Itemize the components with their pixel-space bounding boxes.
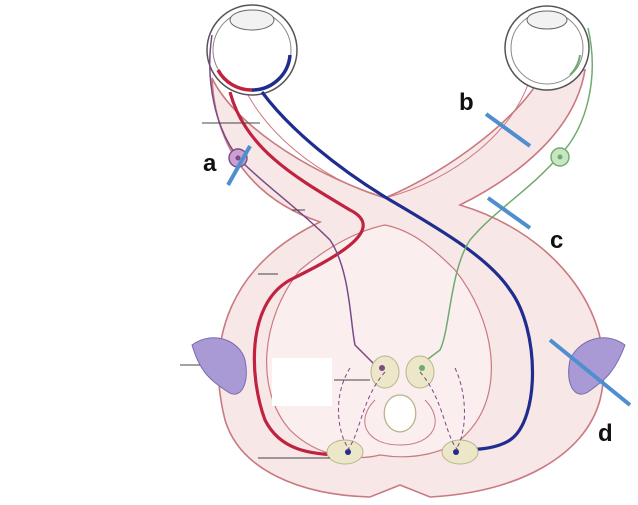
- left-eye: [206, 4, 298, 96]
- lesion-label-d: d: [598, 420, 613, 447]
- lesion-marker-a: [226, 145, 252, 186]
- green-pathway: [419, 27, 593, 366]
- lesion-label-b: b: [459, 89, 474, 116]
- right-eye: [504, 5, 590, 91]
- red-pathway: [228, 91, 365, 457]
- lesion-marker-b: [484, 112, 532, 148]
- left-lateral-body: [191, 337, 247, 395]
- purple-pathway: [209, 34, 376, 366]
- lesion-marker-c: [486, 196, 532, 230]
- lesion-marker-d: [548, 338, 632, 407]
- chiasm-contour: [239, 77, 531, 199]
- lesion-label-a: a: [203, 150, 217, 177]
- lesion-label-c: c: [550, 227, 564, 254]
- leader-lines: [180, 122, 370, 459]
- midbrain-nuclei: [326, 355, 479, 465]
- right-lateral-body: [568, 337, 626, 395]
- blue-pathway: [260, 91, 535, 452]
- blank-box: [272, 358, 332, 406]
